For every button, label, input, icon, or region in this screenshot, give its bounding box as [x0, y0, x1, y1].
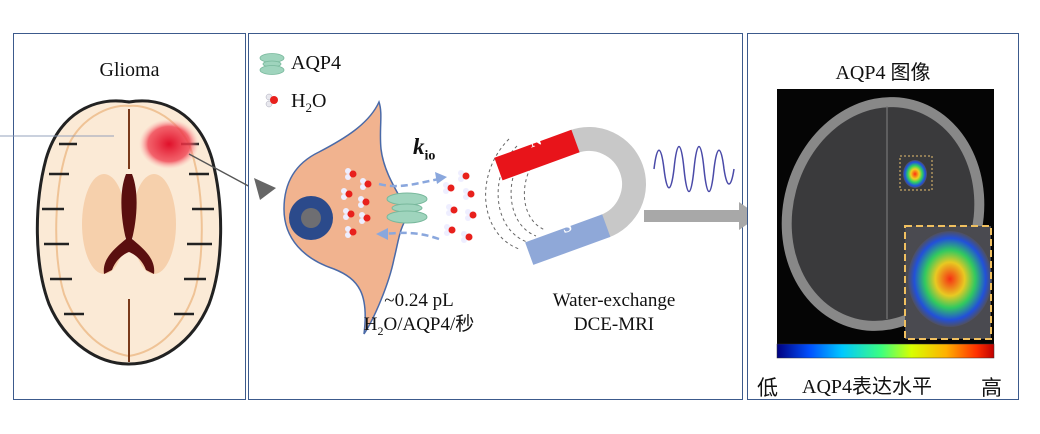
flow-arrow-shaft: [644, 210, 739, 222]
intracellular-water: [341, 168, 372, 238]
colorbar: [776, 343, 995, 359]
legend-icons: [259, 53, 285, 108]
brain-illustration: [0, 99, 255, 366]
magnet: [494, 127, 646, 265]
legend-aqp4-label: AQP4: [291, 52, 342, 74]
magnet-north-pole: [494, 129, 580, 181]
mechanism-panel: AQP4 H2O: [248, 33, 759, 400]
imaging-method-text: Water-exchange DCE-MRI: [539, 289, 689, 337]
magnet-south-pole: [525, 214, 611, 265]
mri-image: [776, 89, 995, 359]
glioma-panel: Glioma: [0, 33, 255, 400]
roi-small-box: [899, 155, 933, 191]
rate-constant-label: kio: [413, 134, 436, 164]
colorbar-low-label: 低: [757, 376, 778, 400]
tumor: [139, 119, 199, 169]
influx-arrow: [383, 231, 440, 241]
water-flux-text: ~0.24 pL H2O/AQP4/秒: [349, 289, 489, 343]
efflux-arrow: [378, 177, 440, 188]
cell-diagram: [283, 99, 759, 335]
colorbar-high-label: 高: [981, 376, 1002, 400]
method-line-1: Water-exchange: [552, 290, 676, 311]
ventricles: [103, 174, 155, 274]
method-line-2: DCE-MRI: [573, 314, 655, 335]
aqp4-channel: [386, 192, 428, 224]
flux-line-2: H2O/AQP4/秒: [363, 314, 475, 338]
colorbar-title: AQP4表达水平: [802, 376, 933, 398]
connector-arrow: [254, 178, 276, 200]
water-molecule-icon: [265, 93, 278, 108]
extracellular-water: [443, 170, 477, 243]
aqp4-channel-icon: [259, 53, 285, 75]
flux-line-1: ~0.24 pL: [384, 290, 454, 311]
legend-h2o-label: H2O: [291, 90, 327, 115]
aqp4-image-panel: AQP4 图像: [747, 33, 1019, 400]
rf-wave-icon: [653, 146, 735, 192]
aqp4-image-title: AQP4 图像: [835, 62, 931, 84]
glioma-title: Glioma: [99, 59, 160, 81]
